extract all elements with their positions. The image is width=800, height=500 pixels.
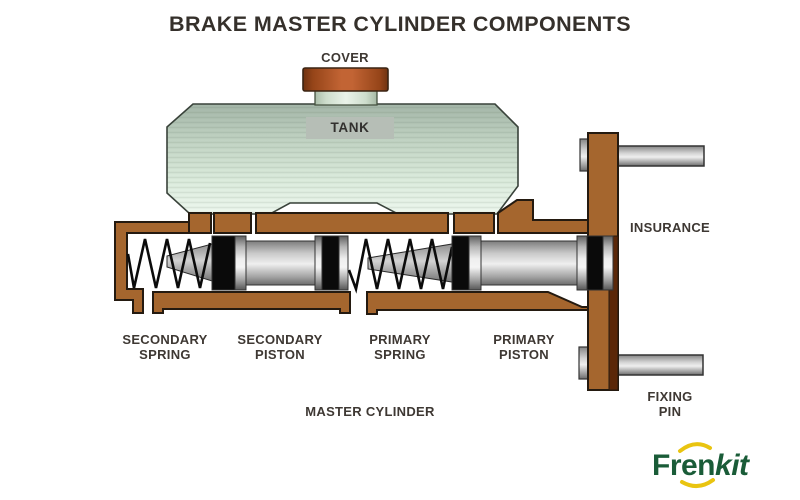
label-primary-spring: PRIMARY SPRING	[369, 332, 431, 362]
secondary-piston-rear-ring	[338, 235, 349, 291]
fixing-pin-shape	[616, 354, 704, 376]
secondary-piston-front-ring	[234, 235, 247, 291]
label-line: PRIMARY	[369, 332, 431, 347]
label-primary-piston: PRIMARY PISTON	[493, 332, 555, 362]
label-secondary-piston: SECONDARY PISTON	[237, 332, 322, 362]
frenkit-logo: Frenkit	[650, 440, 772, 496]
label-line: PRIMARY	[493, 332, 555, 347]
primary-piston-rear-seal	[586, 235, 604, 291]
cylinder-top-wall-segment-2	[213, 212, 252, 234]
primary-piston-rear-ring	[602, 235, 614, 291]
logo-text: Frenkit	[652, 449, 749, 483]
cover-cap-shape	[302, 67, 389, 92]
label-fixing-pin: FIXING PIN	[647, 389, 692, 419]
label-line: SECONDARY	[122, 332, 208, 347]
secondary-spring-shape	[126, 238, 212, 289]
tank-ribs-texture	[167, 104, 518, 214]
cylinder-bottom-wall-main	[152, 291, 351, 314]
secondary-piston-body	[245, 240, 316, 286]
logo-text-bold: Fren	[652, 449, 716, 482]
logo-arcs	[678, 442, 715, 488]
label-line: PIN	[658, 404, 682, 419]
primary-spring-shape	[347, 238, 454, 294]
primary-piston-front-seal	[451, 235, 470, 291]
label-line: SPRING	[139, 347, 191, 362]
label-line: FIXING	[647, 389, 693, 404]
label-insurance: INSURANCE	[630, 220, 710, 235]
page-title: BRAKE MASTER CYLINDER COMPONENTS	[169, 12, 631, 36]
label-master-cylinder: MASTER CYLINDER	[305, 404, 435, 419]
label-line: PISTON	[255, 347, 305, 362]
primary-piston-body	[480, 240, 578, 286]
cylinder-top-wall-right-shoulder	[497, 199, 591, 234]
label-secondary-spring: SECONDARY SPRING	[122, 332, 207, 362]
label-line: SECONDARY	[237, 332, 323, 347]
primary-piston-mid-ring	[576, 235, 588, 291]
secondary-piston-front-seal	[211, 235, 236, 291]
cylinder-top-wall-segment-4	[453, 212, 495, 234]
logo-arc-bottom	[680, 478, 715, 488]
label-line: SPRING	[374, 347, 426, 362]
logo-arc-top	[678, 442, 712, 453]
cylinder-bottom-wall-right	[366, 291, 591, 315]
insurance-pin-shape	[616, 145, 705, 167]
label-line: PISTON	[499, 347, 549, 362]
cylinder-top-wall-segment-1	[188, 212, 212, 234]
logo-text-italic: kit	[715, 449, 749, 482]
fixing-pin-tab	[578, 346, 589, 380]
cylinder-top-wall-segment-3	[255, 212, 449, 234]
secondary-piston-mid-ring	[314, 235, 323, 291]
secondary-piston-rear-seal	[321, 235, 340, 291]
label-tank: TANK	[306, 117, 394, 139]
label-cover: COVER	[321, 50, 369, 65]
primary-piston-front-ring	[468, 235, 482, 291]
